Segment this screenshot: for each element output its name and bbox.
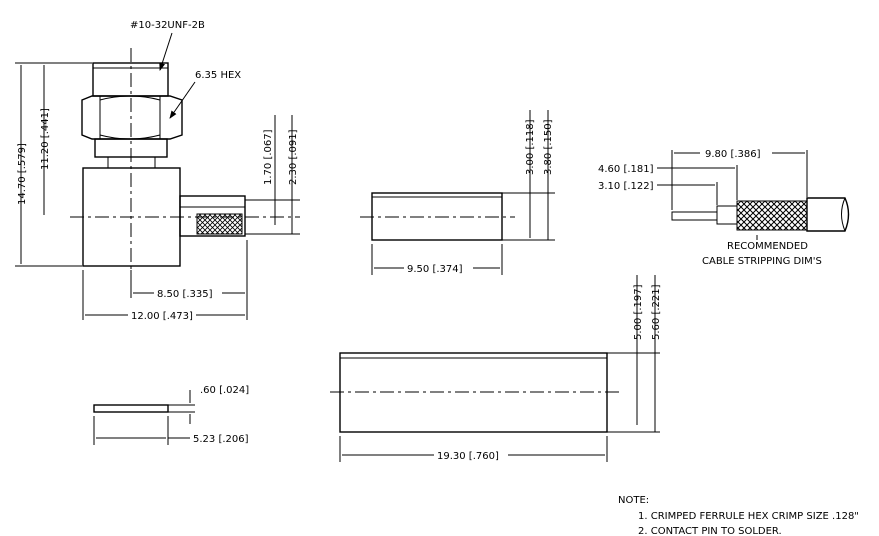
ferrule-od-outer-dim: 3.80 [.150] (543, 119, 554, 175)
cable-caption-line2: CABLE STRIPPING DIM'S (702, 256, 822, 267)
cable-strip-b-dim: 3.10 [.122] (598, 181, 654, 192)
sleeve-view: 5.00 [.197] 5.60 [.221] 19.30 [.760] (330, 275, 662, 462)
cable-strip-a-dim: 4.60 [.181] (598, 164, 654, 175)
washer (93, 404, 169, 413)
washer-thickness-dim: .60 [.024] (200, 385, 249, 396)
ferrule-view: 3.00 [.118] 3.80 [.150] 9.50 [.374] (360, 110, 555, 275)
sleeve-length-dim: 19.30 [.760] (437, 451, 499, 462)
hex-label: 6.35 HEX (195, 70, 241, 81)
knurled-crimp (196, 213, 243, 235)
ferrule-od2-dim: 2.30 [.091] (288, 129, 299, 185)
washer-view: .60 [.024] 5.23 [.206] (93, 385, 249, 445)
side-ferrule (179, 195, 246, 237)
cable-overall-strip-dim: 9.80 [.386] (705, 149, 761, 160)
cable-view: 9.80 [.386] 4.60 [.181] 3.10 [.122] RECO… (598, 149, 850, 267)
note-item: 1. CRIMPED FERRULE HEX CRIMP SIZE .128" (638, 511, 859, 522)
cable-jacket (806, 197, 850, 232)
notes-heading: NOTE: (618, 495, 649, 506)
note-item: 2. CONTACT PIN TO SOLDER. (638, 526, 782, 536)
body-to-end-dim: 8.50 [.335] (157, 289, 213, 300)
sleeve-od-inner-dim: 5.00 [.197] (633, 284, 644, 340)
cable-braid (736, 200, 808, 231)
ferrule-od-inner-dim: 3.00 [.118] (525, 119, 536, 175)
sleeve-od-outer-dim: 5.60 [.221] (651, 284, 662, 340)
ferrule-od-dim: 1.70 [.067] (263, 129, 274, 185)
washer-diameter-dim: 5.23 [.206] (193, 434, 249, 445)
overall-length-dim: 12.00 [.473] (131, 311, 193, 322)
body-height-dim: 11.20 [.441] (40, 108, 51, 170)
connector-view: #10-32UNF-2B 6.35 HEX 14.70 [.579] 11.20… (15, 20, 300, 322)
ferrule-length-dim: 9.50 [.374] (407, 264, 463, 275)
thread-label: #10-32UNF-2B (130, 20, 205, 31)
notes-block: NOTE: 1. CRIMPED FERRULE HEX CRIMP SIZE … (618, 495, 859, 536)
cable-caption-line1: RECOMMENDED (727, 241, 808, 252)
hex-nut (81, 95, 183, 140)
overall-height-dim: 14.70 [.579] (17, 143, 28, 205)
